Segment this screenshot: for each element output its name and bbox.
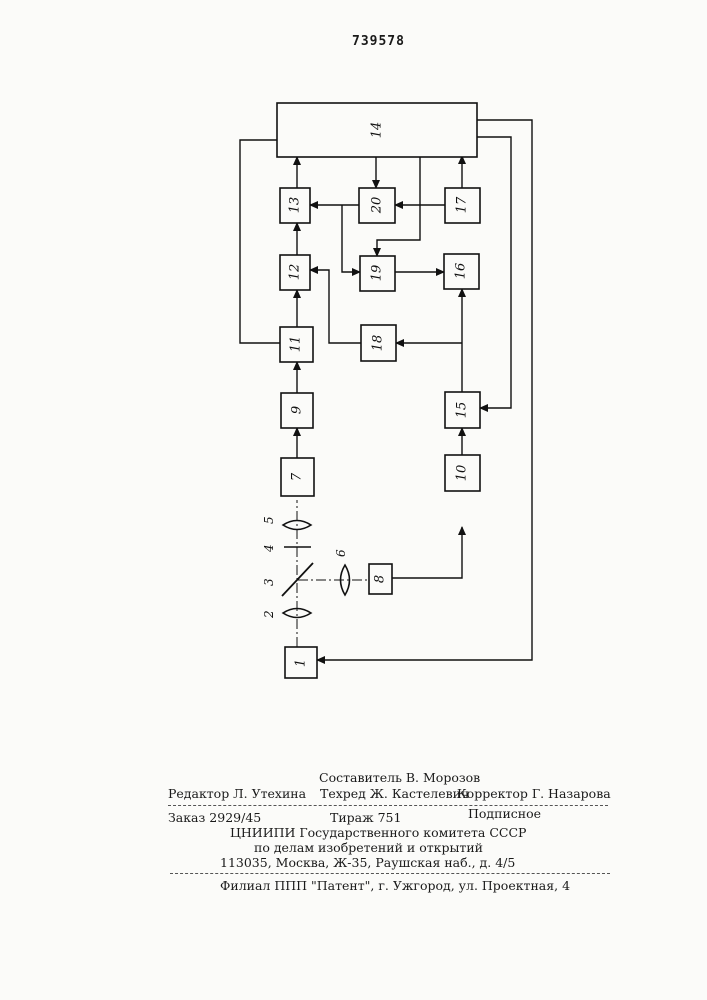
order-line: Заказ 2929/45 (168, 810, 261, 825)
editor-line: Редактор Л. Утехина (168, 786, 306, 801)
svg-text:16: 16 (454, 263, 469, 280)
block-8: 8 (369, 564, 392, 594)
svg-text:8: 8 (373, 575, 388, 583)
block-14: 14 (277, 103, 477, 157)
svg-text:12: 12 (288, 264, 303, 281)
svg-text:13: 13 (288, 197, 303, 214)
optic-label-2: 2 (262, 610, 276, 619)
block-17: 17 (445, 188, 480, 223)
block-9: 9 (281, 393, 313, 428)
block-20: 20 (359, 188, 395, 223)
svg-text:9: 9 (290, 406, 305, 414)
svg-text:14: 14 (370, 122, 385, 139)
block-10: 10 (445, 455, 480, 491)
circulation-line: Тираж 751 (330, 810, 401, 825)
block-15: 15 15 (445, 392, 480, 428)
block-19: 19 (360, 256, 395, 291)
subscription-line: Подписное (468, 806, 541, 821)
optic-label-3: 3 (262, 578, 276, 586)
svg-text:19: 19 (370, 265, 385, 282)
svg-text:1: 1 (294, 659, 309, 667)
block-7: 7 (281, 458, 314, 496)
svg-text:20: 20 (370, 197, 385, 215)
block-13: 13 (280, 188, 310, 223)
svg-text:11: 11 (289, 336, 304, 353)
svg-text:17: 17 (455, 196, 470, 213)
footer-rule-2 (170, 873, 610, 874)
block-1: 1 (285, 647, 317, 678)
address-line: 113035, Москва, Ж-35, Раушская наб., д. … (220, 855, 515, 870)
optic-label-5: 5 (262, 516, 276, 524)
optic-label-4: 4 (262, 544, 276, 553)
block-11: 11 (280, 327, 313, 362)
org-line-1: ЦНИИПИ Государственного комитета СССР (230, 825, 526, 840)
optic-label-6: 6 (334, 549, 348, 557)
optical-elements (282, 521, 350, 618)
compiler-line: Составитель В. Морозов (319, 770, 480, 785)
corrector-line: Корректор Г. Назарова (457, 786, 611, 801)
techred-line: Техред Ж. Кастелевич (320, 786, 469, 801)
org-line-2: по делам изобретений и открытий (254, 840, 483, 855)
svg-text:7: 7 (290, 472, 305, 481)
svg-text:10: 10 (455, 465, 470, 482)
branch-line: Филиал ППП "Патент", г. Ужгород, ул. Про… (220, 878, 570, 893)
block-12: 12 (280, 255, 310, 290)
svg-text:15: 15 (455, 402, 470, 419)
block-16: 16 (444, 254, 479, 289)
footer-rule-1 (168, 805, 608, 806)
svg-text:18: 18 (371, 335, 386, 352)
block-18: 18 (361, 325, 396, 361)
